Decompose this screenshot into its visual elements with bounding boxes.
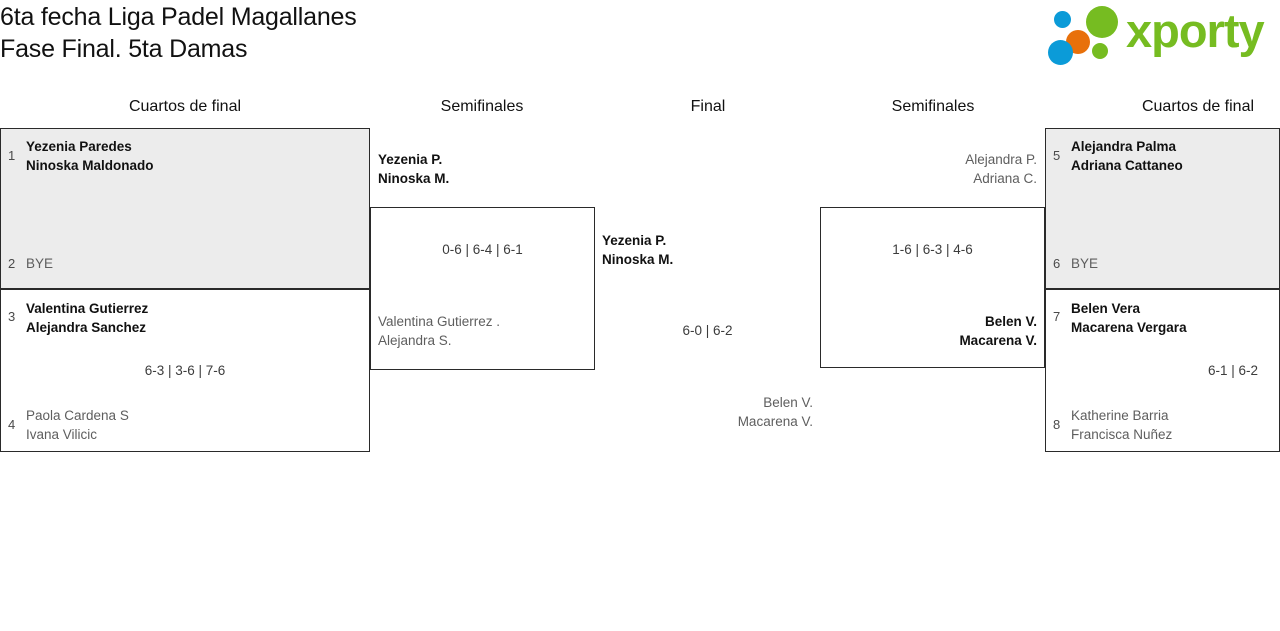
competitor-qf-left-1-top[interactable]: Yezenia Paredes Ninoska Maldonado (26, 137, 154, 175)
competitor-name-line-1: Katherine Barria (1071, 408, 1169, 423)
competitor-name-line-1: Belen V. (984, 314, 1037, 329)
match-box-qf-right-1[interactable] (1045, 128, 1280, 289)
competitor-name-line-1: Yezenia P. (378, 152, 443, 167)
competitor-qf-right-2-top[interactable]: Belen Vera Macarena Vergara (1071, 299, 1187, 337)
competitor-final-bottom[interactable]: Belen V. Macarena V. (613, 393, 813, 431)
match-box-qf-left-1[interactable] (0, 128, 370, 289)
competitor-name-line-2: Macarena V. (737, 414, 813, 429)
seed-number-6: 6 (1053, 256, 1061, 271)
competitor-name-line-2: Macarena V. (959, 333, 1037, 348)
round-header-quarterfinals-left: Cuartos de final (128, 98, 242, 115)
competitor-sf-left-1-top[interactable]: Yezenia P. Ninoska M. (378, 150, 449, 188)
logo-dot-blue-large (1048, 40, 1073, 65)
competitor-sf-right-1-bottom[interactable]: Belen V. Macarena V. (828, 312, 1037, 350)
competitor-name-line-2: Francisca Nuñez (1071, 427, 1173, 442)
competitor-name-line-1: Paola Cardena S (26, 408, 129, 423)
score-sf-right-1: 1-6 | 6-3 | 4-6 (892, 242, 973, 257)
competitor-qf-right-1-top[interactable]: Alejandra Palma Adriana Cattaneo (1071, 137, 1183, 175)
competitor-qf-left-1-bottom-bye: BYE (26, 256, 54, 271)
competitor-name-line-2: Ninoska Maldonado (26, 158, 154, 173)
logo-wordmark: xporty (1126, 4, 1265, 57)
title-line-2: Fase Final. 5ta Damas (0, 35, 248, 63)
score-qf-left-2: 6-3 | 3-6 | 7-6 (144, 363, 226, 378)
competitor-name-line-2: Alejandra Sanchez (26, 320, 147, 335)
seed-number-4: 4 (8, 417, 16, 432)
competitor-name-line-1: Valentina Gutierrez (26, 301, 149, 316)
competitor-name-line-1: Alejandra P. (965, 152, 1037, 167)
competitor-qf-left-2-bottom[interactable]: Paola Cardena S Ivana Vilicic (26, 406, 129, 444)
logo-dot-blue-small (1054, 11, 1071, 28)
competitor-sf-left-1-bottom[interactable]: Valentina Gutierrez . Alejandra S. (378, 312, 500, 350)
competitor-name-line-2: Ninoska M. (378, 171, 450, 186)
seed-number-8: 8 (1053, 417, 1061, 432)
score-final: 6-0 | 6-2 (682, 323, 733, 338)
round-header-semifinals-right: Semifinales (891, 98, 975, 115)
competitor-name-line-1: Belen Vera (1071, 301, 1141, 316)
score-sf-left-1: 0-6 | 6-4 | 6-1 (442, 242, 523, 257)
competitor-name-line-1: Valentina Gutierrez . (378, 314, 501, 329)
competitor-qf-left-2-top[interactable]: Valentina Gutierrez Alejandra Sanchez (26, 299, 148, 337)
logo-dot-green-large (1086, 6, 1118, 38)
round-header-final: Final (690, 98, 726, 115)
seed-number-5: 5 (1053, 148, 1061, 163)
logo-dot-green-small (1092, 43, 1108, 59)
round-header-semifinals-left: Semifinales (440, 98, 524, 115)
title-line-1: 6ta fecha Liga Padel Magallanes (0, 3, 357, 31)
match-box-sf-left-1[interactable] (370, 207, 595, 370)
competitor-name-line-1: Yezenia Paredes (26, 139, 132, 154)
match-box-qf-right-2[interactable] (1045, 289, 1280, 452)
seed-number-2: 2 (8, 256, 16, 271)
competitor-sf-right-1-top[interactable]: Alejandra P. Adriana C. (828, 150, 1037, 188)
score-qf-right-2: 6-1 | 6-2 (1207, 363, 1258, 378)
competitor-name-line-1: Yezenia P. (602, 233, 667, 248)
competitor-name-line-1: Alejandra Palma (1071, 139, 1177, 154)
match-box-qf-left-2[interactable] (0, 289, 370, 452)
seed-number-7: 7 (1053, 309, 1061, 324)
competitor-name-line-1: Belen V. (763, 395, 813, 410)
competitor-name-line-2: Adriana Cattaneo (1071, 158, 1183, 173)
competitor-name-line-2: Adriana C. (973, 171, 1037, 186)
page-title: 6ta fecha Liga Padel Magallanes Fase Fin… (0, 1, 900, 65)
xporty-logo[interactable]: xporty (1048, 4, 1276, 65)
seed-number-3: 3 (8, 309, 16, 324)
competitor-name-line-2: Ninoska M. (602, 252, 674, 267)
seed-number-1: 1 (8, 148, 16, 163)
match-box-sf-right-1[interactable] (820, 207, 1045, 368)
competitor-qf-right-2-bottom[interactable]: Katherine Barria Francisca Nuñez (1071, 406, 1172, 444)
round-header-quarterfinals-right: Cuartos de final (1141, 98, 1255, 115)
competitor-name-line-2: Alejandra S. (378, 333, 452, 348)
competitor-qf-right-1-bottom-bye: BYE (1071, 256, 1099, 271)
competitor-name-line-2: Macarena Vergara (1071, 320, 1187, 335)
competitor-final-top[interactable]: Yezenia P. Ninoska M. (602, 231, 673, 269)
competitor-name-line-2: Ivana Vilicic (26, 427, 98, 442)
